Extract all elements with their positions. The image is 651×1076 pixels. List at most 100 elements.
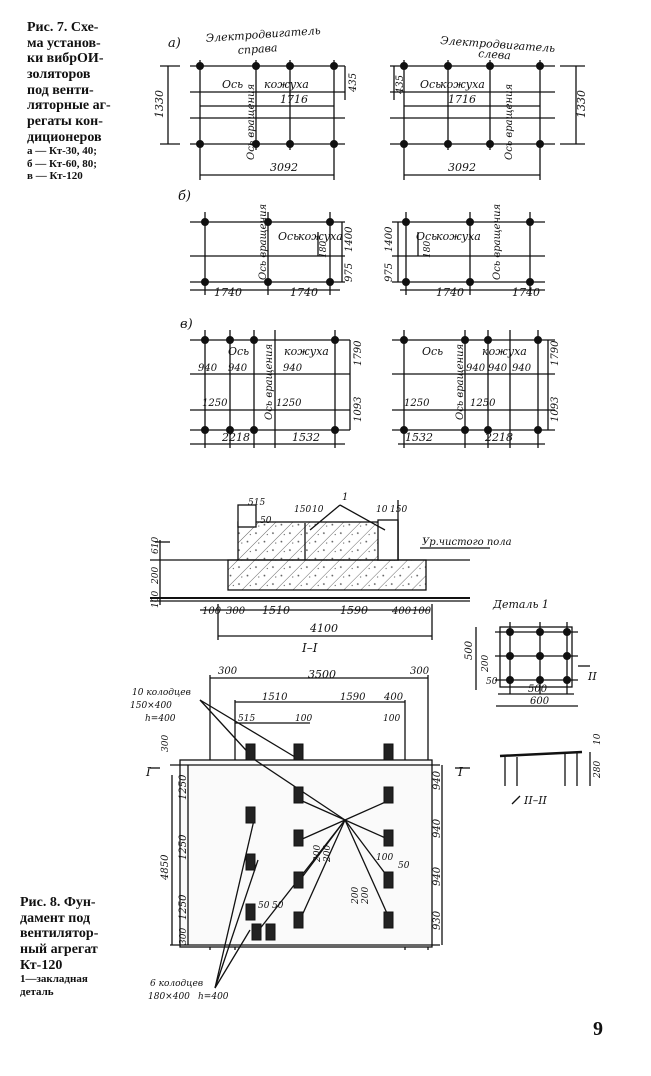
well <box>245 806 256 824</box>
isolator-mark <box>264 278 272 286</box>
fig7-title-line: под венти- <box>27 82 94 98</box>
fig8-plan-4850: 4850 <box>160 854 171 881</box>
well <box>383 911 394 929</box>
fig7-note: б — Кт-60, 80; <box>27 157 97 170</box>
fig8-section-10-left: 10 <box>312 505 324 515</box>
fig7a-right-axis-rotation: Ось вращения <box>504 84 515 160</box>
isolator-mark <box>536 62 544 70</box>
fig7a-left-axis-rotation: Ось вращения <box>246 84 257 160</box>
well <box>293 911 304 929</box>
fig8-title-line: ный агрегат <box>20 942 98 958</box>
fig8-plan-mark-right: I <box>457 765 463 779</box>
isolator-mark <box>264 218 272 226</box>
fig8-section-400: 400 <box>391 606 412 617</box>
isolator-mark <box>526 218 534 226</box>
fig8-title-line: Кт-120 <box>20 957 63 973</box>
fig7c-left-2218: 2218 <box>221 431 250 444</box>
fig8-plan-200-b: 200 <box>323 845 333 863</box>
isolator-mark <box>402 218 410 226</box>
well <box>245 903 256 921</box>
fig7c-right-940b: 940 <box>488 363 508 374</box>
fig7-title-line: регаты кон- <box>27 114 103 130</box>
isolator-mark <box>400 426 408 434</box>
well <box>383 871 394 889</box>
fig7a-right-casing: кожуха <box>440 78 485 91</box>
fig7b-left-1740b: 1740 <box>290 286 318 299</box>
fig8-detail-600: 600 <box>530 696 550 707</box>
fig7b-left-casing: кожуха <box>298 230 343 243</box>
fig7c-left-1250a: 1250 <box>202 398 228 409</box>
fig7-note: в — Кт-120 <box>27 170 83 182</box>
fig8-section-4100: 4100 <box>309 622 338 635</box>
fig8-section-150-right: 150 <box>390 505 407 515</box>
fig8-plan-wells-top-3: h=400 <box>145 714 176 724</box>
fig7c-left-axis-casing: Ось <box>228 345 249 358</box>
fig7a-left-1330: 1330 <box>153 90 166 118</box>
fig7b-right-axis-casing: Ось <box>416 230 437 243</box>
fig8-plan-200-c: 200 <box>351 887 361 905</box>
fig7-title-line: ляторные аг- <box>27 98 111 114</box>
fig7c-left-940b: 940 <box>228 363 248 374</box>
fig7-note: а — Кт-30, 40; <box>27 145 97 158</box>
fig8-note: деталь <box>20 985 54 998</box>
isolator-mark <box>484 426 492 434</box>
fig7-title-line: диционеров <box>27 129 102 145</box>
fig8-plan-3500: 3500 <box>308 668 336 681</box>
fig8-plan-300-left: 300 <box>218 666 238 677</box>
fig8-section-610: 610 <box>151 537 161 554</box>
fig7a-left-grid <box>160 60 346 180</box>
fig7b-right-casing: кожуха <box>436 230 481 243</box>
fig7b-left-975: 975 <box>344 263 355 282</box>
isolator-mark <box>196 62 204 70</box>
fig8-detail-section-label: II–II <box>523 794 548 807</box>
fig7c-right-940c: 940 <box>512 363 532 374</box>
isolator-mark <box>466 278 474 286</box>
fig7a-left-title-2: справа <box>237 41 278 57</box>
fig8-plan-50-b: 50 <box>272 901 284 911</box>
fig7b-left-1740a: 1740 <box>214 286 242 299</box>
fig7c-panel: в) Ось кожуха 940 940 940 1250 1250 2218… <box>180 317 561 448</box>
fig7b-left-180: 180 <box>319 241 329 258</box>
fig8-plan-1250-b: 1250 <box>178 834 189 860</box>
fig7a-left-axis-casing: Ось <box>222 78 243 91</box>
isolator-mark <box>250 426 258 434</box>
fig7c-left-1532: 1532 <box>292 431 320 444</box>
fig8-plan-940-a: 940 <box>432 770 443 790</box>
fig8-plan-wells-bottom-3: h=400 <box>198 992 229 1002</box>
well <box>245 853 256 871</box>
fig7a-right-1330: 1330 <box>575 90 588 118</box>
fig7-caption: Рис. 7. Схе- ма установ- ки вибрOИ- золя… <box>27 20 137 182</box>
fig7c-right-1790: 1790 <box>550 340 561 366</box>
fig8-title-line: вентилятор- <box>20 926 99 942</box>
well <box>383 786 394 804</box>
fig8-section-10-right: 10 <box>376 505 388 515</box>
fig7a-right-title-2: слева <box>478 47 511 62</box>
isolator-mark <box>400 140 408 148</box>
fig7c-right-1093: 1093 <box>550 397 561 422</box>
fig7a-right-435: 435 <box>395 75 406 95</box>
fig7c-left-1250b: 1250 <box>276 398 302 409</box>
page-number: 9 <box>593 1018 603 1040</box>
fig7b-label: б) <box>178 189 191 204</box>
fig7a-right-grid <box>390 60 585 180</box>
isolator-mark <box>526 278 534 286</box>
fig7a-right-axis-casing: Ось <box>420 78 441 91</box>
fig7c-right-1532: 1532 <box>405 431 433 444</box>
isolator-mark <box>201 426 209 434</box>
fig8-plan-wells-top-2: 150×400 <box>130 701 172 711</box>
fig8-section-callout: 1 <box>342 492 348 503</box>
fig8-plan-100-left: 100 <box>295 714 312 724</box>
fig8-detail-200-v: 200 <box>481 655 491 673</box>
fig8-section <box>150 500 490 640</box>
fig8-plan-515: 515 <box>238 714 255 724</box>
fig7a-left-casing: кожуха <box>264 78 309 91</box>
fig8-caption: Рис. 8. Фун- дамент под вентилятор- ный … <box>20 895 132 998</box>
fig7a-right-3092: 3092 <box>448 161 476 174</box>
fig7c-left-940c: 940 <box>283 363 303 374</box>
isolator-mark <box>461 426 469 434</box>
fig7b-left-axis-casing: Ось <box>278 230 299 243</box>
fig7b-panel: б) Ось кожуха 1740 1740 1400 975 180 Ось… <box>178 189 545 299</box>
isolator-mark <box>444 62 452 70</box>
fig7c-right-axis-rotation: Ось вращения <box>455 344 466 420</box>
